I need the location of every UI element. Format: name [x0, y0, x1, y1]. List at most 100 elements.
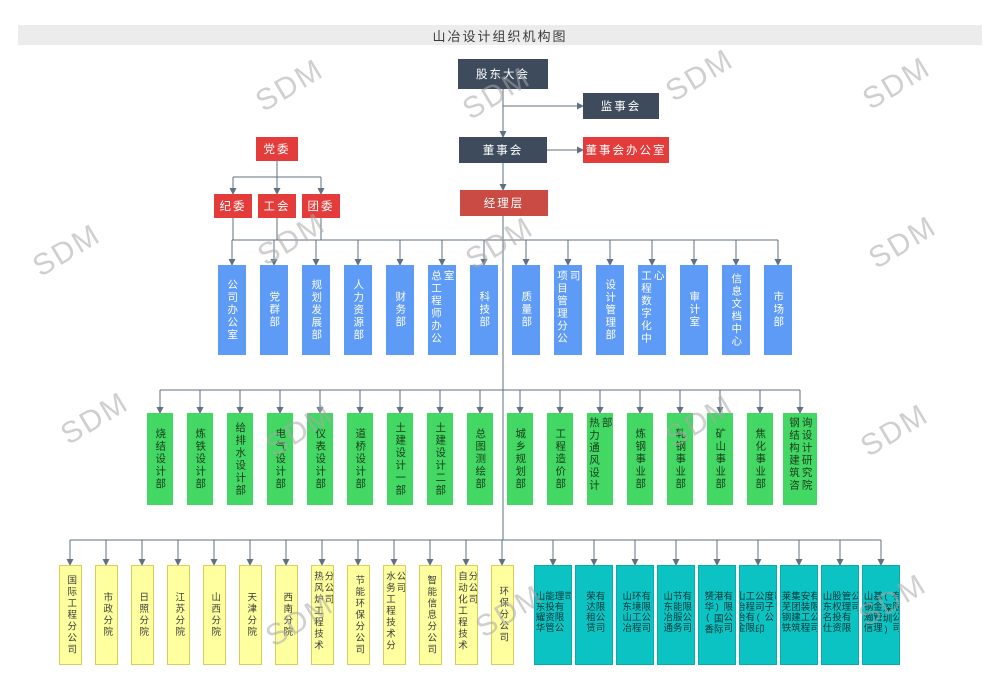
dept-node-0: 公司办公室	[218, 265, 246, 355]
dept-node-4: 财务部	[386, 265, 414, 355]
branch-node-1-label: 市政分院	[101, 592, 113, 638]
node-shareholders-meeting: 股东大会	[458, 59, 548, 89]
subsidiary-node-1-label: 荣达租赁有限公司	[584, 591, 605, 633]
node-labor-union-label: 工会	[263, 201, 291, 213]
node-board-office-label: 董事会办公室	[585, 145, 667, 157]
design-node-12-label: 炼钢事业部	[634, 427, 647, 491]
branch-node-12: 环保分公司	[490, 565, 514, 665]
node-board-office: 董事会办公室	[583, 137, 669, 163]
node-shareholders-meeting-label: 股东大会	[476, 69, 530, 81]
design-node-15-label: 焦化事业部	[754, 427, 767, 491]
design-node-16-label: 钢结构建筑咨询设计研究院	[788, 417, 813, 492]
dept-node-10: 工程数字化中心	[638, 265, 666, 355]
branch-node-3-label: 江苏分院	[173, 592, 185, 638]
design-node-4-label: 仪表设计部	[314, 427, 327, 491]
dept-node-5: 总工程师办公室	[428, 265, 456, 355]
design-node-3: 电气设计部	[267, 413, 293, 505]
design-node-5-label: 道桥设计部	[354, 427, 367, 491]
dept-node-13-label: 市场部	[772, 291, 785, 329]
design-node-9-label: 城乡规划部	[514, 427, 527, 491]
dept-node-8-label: 项目管理分公司	[556, 270, 581, 345]
branch-node-8: 节能环保分公司	[346, 565, 370, 665]
design-node-10: 工程造价部	[547, 413, 573, 505]
node-labor-union: 工会	[258, 194, 296, 218]
subsidiary-node-4: 赟华(香港)国际有限公司	[698, 565, 736, 665]
design-node-1: 炼铁设计部	[187, 413, 213, 505]
dept-node-13: 市场部	[764, 265, 792, 355]
subsidiary-node-5: 山冶冶金工程有限公司(印度子公司)	[739, 565, 777, 665]
subsidiary-node-1: 荣达租赁有限公司	[575, 565, 613, 665]
design-node-11-label: 热力通风设计部	[588, 417, 613, 492]
branch-node-0: 国际工程分公司	[58, 565, 82, 665]
subsidiary-node-3: 山东冶通节能服务有限公司	[657, 565, 695, 665]
dept-node-11: 审计室	[680, 265, 708, 355]
design-node-6: 土建设计一部	[387, 413, 413, 505]
design-node-12: 炼钢事业部	[627, 413, 653, 505]
branch-node-3: 江苏分院	[166, 565, 190, 665]
design-node-1-label: 炼铁设计部	[194, 427, 207, 491]
branch-node-0-label: 国际工程分公司	[65, 574, 77, 656]
branch-node-1: 市政分院	[94, 565, 118, 665]
dept-node-6-label: 科技部	[478, 291, 491, 329]
dept-node-11-label: 审计室	[688, 291, 701, 329]
node-board-of-directors-label: 董事会	[482, 145, 524, 157]
dept-node-3: 人力资源部	[344, 265, 372, 355]
design-node-10-label: 工程造价部	[554, 427, 567, 491]
subsidiary-node-0: 山东耀华能投资管理有限公司	[534, 565, 572, 665]
chart-title: 山冶设计组织机构图	[18, 25, 982, 45]
design-node-2-label: 给排水设计部	[234, 421, 247, 497]
subsidiary-node-7-label: 山东名仕股权投资管理有限公司	[821, 591, 859, 633]
dept-node-7-label: 质量部	[520, 291, 533, 329]
design-node-7-label: 土建设计二部	[434, 421, 447, 497]
design-node-6-label: 土建设计一部	[394, 421, 407, 497]
design-node-5: 道桥设计部	[347, 413, 373, 505]
dept-node-10-label: 工程数字化中心	[640, 270, 665, 345]
dept-node-9: 设计管理部	[596, 265, 624, 355]
dept-node-7: 质量部	[512, 265, 540, 355]
design-node-15: 焦化事业部	[747, 413, 773, 505]
dept-node-4-label: 财务部	[394, 291, 407, 329]
design-node-8: 总图测绘部	[467, 413, 493, 505]
node-board-of-directors: 董事会	[459, 137, 547, 163]
dept-node-8: 项目管理分公司	[554, 265, 582, 355]
branch-node-5-label: 天津分院	[245, 592, 257, 638]
branch-node-9-label: 水务工程技术分公司	[384, 571, 406, 652]
subsidiary-node-3-label: 山东冶通节能服务有限公司	[661, 591, 692, 633]
dept-node-2-label: 规划发展部	[310, 278, 323, 342]
subsidiary-node-0-label: 山东耀华能投资管理有限公司	[534, 591, 572, 633]
subsidiary-node-5-label: 山冶冶金工程有限公司(印度子公司)	[739, 591, 776, 635]
dept-node-1: 党群部	[260, 265, 288, 355]
node-management-level-label: 经理层	[483, 198, 525, 210]
design-node-13: 轧钢事业部	[667, 413, 693, 505]
dept-node-5-label: 总工程师办公室	[430, 270, 455, 345]
design-node-14-label: 矿山事业部	[714, 427, 727, 491]
branch-node-2-label: 日照分院	[137, 592, 149, 638]
design-node-0-label: 烧结设计部	[154, 427, 167, 491]
branch-node-12-label: 环保分公司	[497, 586, 509, 644]
branch-node-11: 自动化工程技术分公司	[454, 565, 478, 665]
design-node-9: 城乡规划部	[507, 413, 533, 505]
design-node-4: 仪表设计部	[307, 413, 333, 505]
branch-node-11-label: 自动化工程技术分公司	[456, 571, 478, 652]
node-supervisory-board: 监事会	[583, 93, 659, 119]
subsidiary-node-6: 莱芜钢铁集团建筑安装工程有限公司	[780, 565, 818, 665]
node-management-level: 经理层	[460, 190, 548, 216]
design-node-0: 烧结设计部	[147, 413, 173, 505]
node-party-committee: 党委	[256, 137, 298, 161]
branch-node-5: 天津分院	[238, 565, 262, 665]
node-youth-league: 团委	[302, 194, 340, 218]
node-discipline-committee-label: 纪委	[219, 201, 247, 213]
dept-node-2: 规划发展部	[302, 265, 330, 355]
node-supervisory-board-label: 监事会	[600, 101, 642, 113]
node-youth-league-label: 团委	[307, 201, 335, 213]
dept-node-6: 科技部	[470, 265, 498, 355]
branch-node-7-label: 热风炉工程技术分公司	[312, 571, 334, 652]
dept-node-1-label: 党群部	[268, 291, 281, 329]
subsidiary-node-2-label: 山东山冶环境工程有限公司	[620, 591, 651, 633]
dept-node-3-label: 人力资源部	[352, 278, 365, 342]
design-node-14: 矿山事业部	[707, 413, 733, 505]
branch-node-2: 日照分院	[130, 565, 154, 665]
subsidiary-node-8: 山钢瀚信基金管理(深圳)有限公司	[862, 565, 900, 665]
